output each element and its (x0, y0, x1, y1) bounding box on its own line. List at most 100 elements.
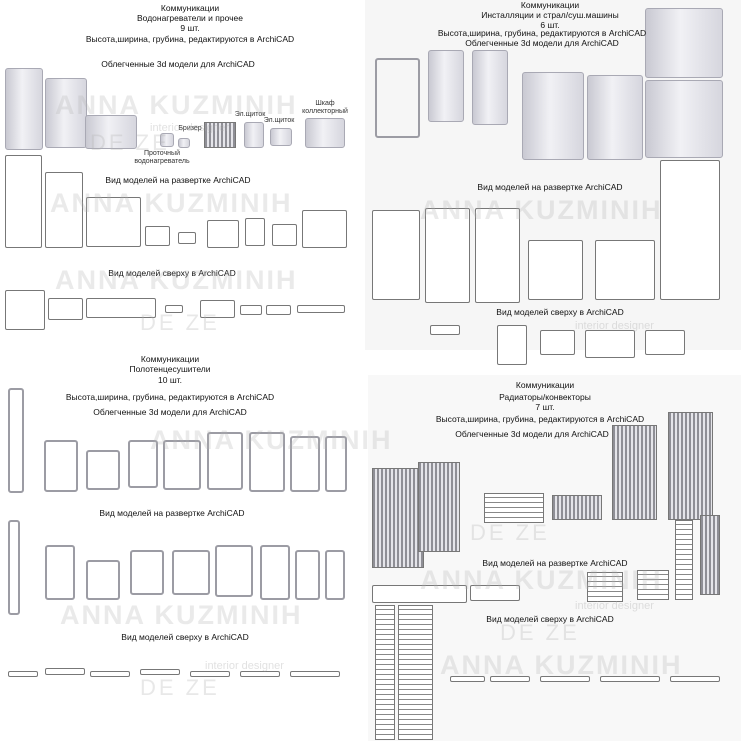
section-4-3d-label: Облегченные 3d модели для ArchiCAD (455, 429, 609, 439)
watermark-logo: DE ZE (140, 675, 220, 700)
watermark-tagline: interior designer (575, 320, 654, 332)
plan (240, 305, 262, 315)
panel-drawing (245, 218, 265, 246)
towel-rail-drawing (8, 520, 20, 615)
section-3-category: Коммуникации (140, 354, 200, 364)
convector-model (418, 462, 460, 552)
section-2-top-label: Вид моделей сверху в ArchiCAD (496, 307, 624, 317)
label-manifold-cabinet: Шкаф коллекторный (302, 100, 348, 115)
towel-rail-model (290, 436, 320, 492)
washing-machine-drawing (595, 240, 655, 300)
radiator-model (700, 515, 720, 595)
section-1-3d-label: Облегченные 3d модели для ArchiCAD (101, 59, 255, 69)
convector-plan (375, 605, 395, 740)
washer-dryer-drawing (660, 160, 720, 300)
section-4-unfold-label: Вид моделей на развертке ArchiCAD (482, 558, 628, 568)
towel-rail-drawing (130, 550, 164, 595)
section-1-title: Водонагреватели и прочее (136, 13, 244, 23)
towel-rail-model (163, 440, 201, 490)
watermark-logo: DE ZE (470, 520, 550, 545)
washing-machine-drawing (528, 240, 583, 300)
towel-rail-model (207, 432, 243, 490)
installation-drawing (425, 208, 470, 303)
section-3-3d-label: Облегченные 3d модели для ArchiCAD (93, 407, 247, 417)
section-1-note: Высота,ширина, грубина, редактируются в … (85, 34, 295, 44)
installation-drawing (372, 210, 420, 300)
plan (540, 330, 575, 355)
label-panel-1: Эл.щиток (234, 111, 266, 118)
plan (297, 305, 345, 313)
section-1-count: 9 шт. (180, 23, 200, 33)
plan (490, 676, 530, 682)
towel-rail-drawing (45, 545, 75, 600)
label-flow-heater: Проточный водонагреватель (134, 150, 190, 165)
plan (540, 676, 590, 682)
breather-model (178, 138, 190, 148)
washing-machine-model (522, 72, 584, 160)
water-heater-model (45, 78, 87, 148)
towel-rail-model (249, 432, 285, 492)
towel-rail-model (86, 450, 120, 490)
water-heater-plan (5, 290, 45, 330)
ac-unit-drawing (207, 220, 239, 248)
section-4-count: 7 шт. (535, 402, 555, 412)
plan (497, 325, 527, 365)
plan (585, 330, 635, 358)
towel-rail-model (8, 388, 24, 493)
plan (600, 676, 660, 682)
section-1-top-label: Вид моделей сверху в ArchiCAD (108, 268, 236, 278)
installation-drawing (475, 208, 520, 303)
radiator-model (612, 425, 657, 520)
section-2-category: Коммуникации (520, 0, 580, 10)
towel-rail-drawing (172, 550, 210, 595)
cabinet-model (305, 118, 345, 148)
convector-plan (398, 605, 433, 740)
watermark-logo: DE ZE (90, 130, 170, 155)
water-heater-plan (48, 298, 83, 320)
section-2-title: Инсталляции и страл/суш.машины (481, 10, 619, 20)
towel-rail-drawing (325, 550, 345, 600)
convector-drawing (372, 585, 467, 603)
watermark-logo: DE ZE (500, 620, 580, 645)
plan (200, 300, 235, 318)
radiator-drawing (675, 520, 693, 600)
washing-machine-model (645, 80, 723, 158)
watermark-name: ANNA KUZMINIH (60, 600, 303, 630)
section-4-category: Коммуникации (515, 380, 575, 390)
plan (266, 305, 291, 315)
panel-drawing (272, 224, 297, 246)
towel-rail-drawing (215, 545, 253, 597)
section-3-count: 10 шт. (158, 375, 182, 385)
washing-machine-model (587, 75, 643, 160)
section-3-unfold-label: Вид моделей на развертке ArchiCAD (99, 508, 245, 518)
towel-rail-drawing (295, 550, 320, 600)
towel-rail-drawing (86, 560, 120, 600)
watermark-tagline: interior designer (150, 122, 229, 134)
plan (45, 668, 85, 675)
section-1-unfold-label: Вид моделей на развертке ArchiCAD (105, 175, 251, 185)
section-2-3d-label: Облегченные 3d модели для ArchiCAD (465, 38, 619, 48)
plan (165, 305, 183, 313)
plan (8, 671, 38, 677)
watermark-tagline: interior designer (205, 660, 284, 672)
plan (90, 671, 130, 677)
section-2-unfold-label: Вид моделей на развертке ArchiCAD (477, 182, 623, 192)
water-heater-drawing (45, 172, 83, 248)
radiator-model (668, 412, 713, 520)
plan (190, 671, 230, 677)
installation-model (375, 58, 420, 138)
section-2-count: 6 шт. (540, 20, 560, 30)
breather-drawing (178, 232, 196, 244)
radiator-model (484, 493, 544, 523)
plan (670, 676, 720, 682)
watermark-logo: DE ZE (140, 310, 220, 335)
towel-rail-model (325, 436, 347, 492)
water-heater-model (5, 68, 43, 150)
panel-model (244, 122, 264, 148)
radiator-drawing (587, 572, 623, 602)
section-2-note: Высота,ширина, грубина, редактируются в … (437, 28, 647, 38)
section-3-title: Полотенцесушители (129, 364, 211, 374)
water-heater-model (85, 115, 137, 149)
water-heater-plan (86, 298, 156, 318)
